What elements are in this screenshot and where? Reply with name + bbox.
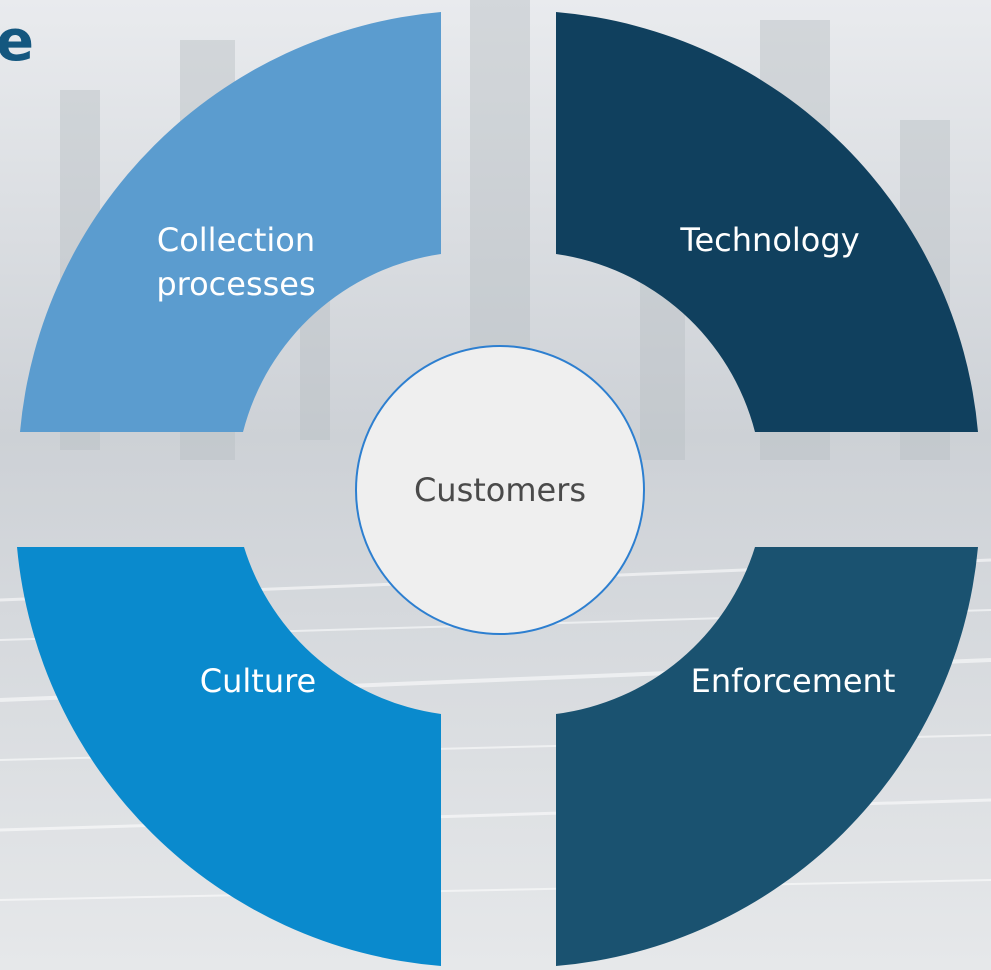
quadrant-technology [556, 12, 978, 432]
quadrant-label-collection-processes: Collection processes [156, 221, 316, 303]
quadrant-label-enforcement: Enforcement [690, 662, 896, 700]
quadrant-enforcement [556, 547, 978, 966]
center-label-customers: Customers [413, 471, 587, 509]
quadrant-label-culture: Culture [199, 662, 317, 700]
quadrant-collection-processes [20, 12, 441, 432]
heading-fragment: e [0, 9, 34, 74]
quadrant-culture [17, 547, 441, 966]
center-circle [355, 345, 645, 635]
quadrant-label-technology: Technology [680, 221, 860, 259]
